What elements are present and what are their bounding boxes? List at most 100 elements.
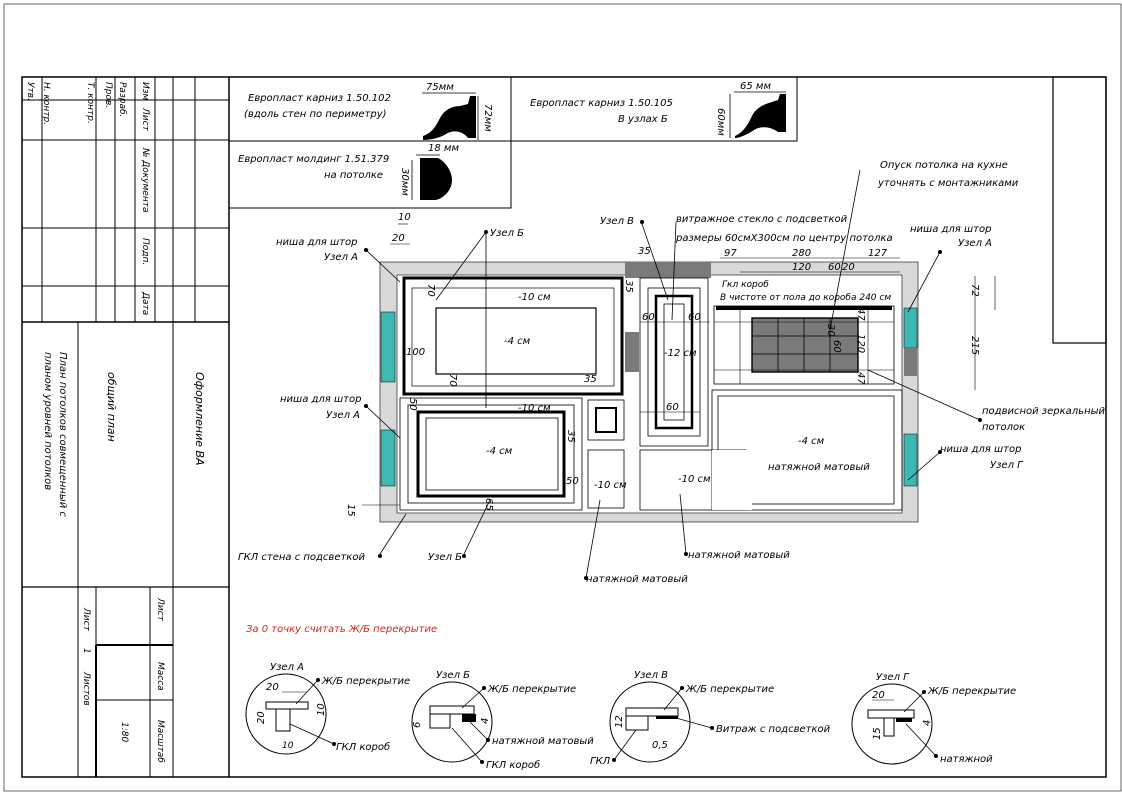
level-room1-outer: -10 см bbox=[518, 292, 551, 303]
cornice-2-width: 65 мм bbox=[740, 81, 771, 92]
title-block bbox=[22, 77, 230, 778]
cornice-2-line2: В узлах Б bbox=[618, 114, 668, 125]
dim-60d: 60 bbox=[828, 262, 841, 273]
role-approved: Утв. bbox=[25, 82, 35, 101]
dim-60b: 60 bbox=[688, 312, 701, 323]
callout-node-a-2: Узел А bbox=[326, 410, 360, 421]
level-glass: -12 см bbox=[664, 348, 697, 359]
svg-text:Ж/Б перекрытие: Ж/Б перекрытие bbox=[487, 684, 576, 695]
dim-70b: 70 bbox=[447, 374, 458, 387]
cornice-1-line1: Европласт карниз 1.50.102 bbox=[248, 93, 391, 104]
dim-47a: 47 bbox=[855, 308, 866, 321]
niche-marker-2 bbox=[380, 429, 396, 487]
dim-15: 15 bbox=[345, 504, 356, 517]
cornice-2-line1: Европласт карниз 1.50.105 bbox=[530, 98, 673, 109]
header-doc: № Документа bbox=[140, 147, 150, 213]
svg-text:4: 4 bbox=[480, 718, 491, 724]
level-room2-inner: -4 см bbox=[486, 446, 513, 457]
role-checked: Пров. bbox=[103, 82, 113, 108]
callout-node-a-3: Узел А bbox=[958, 238, 992, 249]
molding-height: 30мм bbox=[399, 168, 410, 196]
note-gkl-wall: ГКЛ стена с подсветкой bbox=[238, 552, 365, 563]
cornice-1-height: 72мм bbox=[482, 104, 493, 132]
label-mass: Масса bbox=[155, 662, 165, 691]
callout-niche-3: ниша для штор bbox=[910, 224, 991, 235]
dim-35d: 35 bbox=[623, 280, 634, 293]
level-corridor-2: -10 см bbox=[678, 474, 711, 485]
callout-node-b-bottom: Узел Б bbox=[428, 552, 462, 563]
leader-lines bbox=[365, 169, 981, 579]
dimension-lines bbox=[362, 223, 996, 506]
dim-35c: 35 bbox=[638, 246, 651, 257]
note-mirror-2: потолок bbox=[982, 422, 1025, 433]
svg-text:20: 20 bbox=[266, 682, 279, 693]
cornice-2-height: 60мм bbox=[715, 108, 726, 136]
label-sheets: Листов bbox=[81, 671, 91, 706]
svg-text:натяжной матовый: натяжной матовый bbox=[492, 736, 594, 747]
level-corridor-1: -10 см bbox=[594, 480, 627, 491]
note-glass-2: размеры 60смХ300см по центру потолка bbox=[675, 233, 893, 244]
dim-47b: 47 bbox=[855, 372, 866, 385]
dim-10: 10 bbox=[398, 212, 411, 223]
sheet-type: общий план bbox=[105, 372, 118, 442]
dim-120a: 120 bbox=[792, 262, 811, 273]
label-sheet: Лист bbox=[155, 597, 165, 622]
dim-60a: 60 bbox=[642, 312, 655, 323]
svg-text:Ж/Б перекрытие: Ж/Б перекрытие bbox=[927, 686, 1016, 697]
outer-frame bbox=[3, 3, 1122, 792]
dim-30: 30 bbox=[825, 324, 836, 337]
dim-97: 97 bbox=[724, 248, 737, 259]
scale-value: 1:80 bbox=[119, 722, 129, 742]
company-name: Оформление ВА bbox=[193, 372, 206, 466]
svg-text:ГКЛ короб: ГКЛ короб bbox=[486, 759, 540, 771]
dim-60e: 60 bbox=[831, 340, 842, 353]
dim-50b: 50 bbox=[566, 476, 579, 487]
molding-width: 18 мм bbox=[428, 143, 459, 154]
level-room1-inner: -4 см bbox=[504, 336, 531, 347]
niche-marker-1 bbox=[380, 311, 396, 383]
detail-node-g: Узел Г 20 15 4 Ж/Б перекрытие натяжной bbox=[851, 672, 1016, 765]
corridor-1 bbox=[587, 449, 625, 509]
gkl-box-2: В чистоте от пола до короба 240 см bbox=[720, 293, 891, 303]
zero-point-note: За 0 точку считать Ж/Б перекрытие bbox=[246, 624, 437, 635]
svg-text:ГКЛ: ГКЛ bbox=[590, 756, 611, 767]
detail-node-v: Узел В 12 0,5 Ж/Б перекрытие Витраж с по… bbox=[590, 670, 831, 767]
corner-stamp bbox=[1052, 76, 1107, 344]
callout-niche-1: ниша для штор bbox=[276, 237, 357, 248]
niche-marker-3 bbox=[903, 307, 918, 349]
role-tech-control: Т. контр. bbox=[85, 82, 95, 124]
cornice-1-profile bbox=[423, 96, 476, 140]
svg-text:Узел В: Узел В bbox=[634, 670, 668, 681]
label-scale: Масштаб bbox=[155, 720, 165, 763]
dim-215: 215 bbox=[969, 336, 980, 355]
role-norm-control: Н. контр. bbox=[41, 82, 51, 125]
callout-node-a-1: Узел А bbox=[324, 252, 358, 263]
svg-text:Ж/Б перекрытие: Ж/Б перекрытие bbox=[685, 684, 774, 695]
role-developer: Разраб. bbox=[117, 82, 127, 117]
header-list: Лист bbox=[140, 107, 150, 132]
niche-marker-4 bbox=[903, 433, 918, 487]
callout-niche-4: ниша для штор bbox=[940, 444, 1021, 455]
matte-lower-right: натяжной матовый bbox=[768, 462, 870, 473]
detail-node-b: Узел Б 6 4 Ж/Б перекрытие натяжной матов… bbox=[411, 670, 594, 771]
dim-100: 100 bbox=[406, 347, 425, 358]
dim-70a: 70 bbox=[425, 284, 436, 297]
cornice-1-width: 75мм bbox=[426, 82, 454, 93]
level-room-lower-right: -4 см bbox=[798, 436, 825, 447]
cornice-box-2 bbox=[510, 76, 798, 142]
svg-text:12: 12 bbox=[614, 715, 625, 728]
molding-box bbox=[228, 140, 512, 209]
svg-text:Узел Б: Узел Б bbox=[436, 670, 470, 681]
dim-120b: 120 bbox=[855, 334, 866, 353]
note-drop-1: Опуск потолка на кухне bbox=[880, 160, 1008, 171]
sheet-description-1: План потолков совмещенный с bbox=[57, 352, 68, 517]
dim-60c: 60 bbox=[666, 402, 679, 413]
svg-text:Узел Г: Узел Г bbox=[876, 672, 910, 683]
svg-text:0,5: 0,5 bbox=[652, 740, 668, 751]
header-sign: Подп. bbox=[140, 238, 150, 265]
callout-node-v: Узел В bbox=[600, 216, 634, 227]
room-1-outer bbox=[402, 276, 624, 396]
dim-50a: 50 bbox=[407, 398, 418, 411]
gkl-box-1: Гкл короб bbox=[722, 280, 769, 290]
dim-127: 127 bbox=[868, 248, 888, 259]
